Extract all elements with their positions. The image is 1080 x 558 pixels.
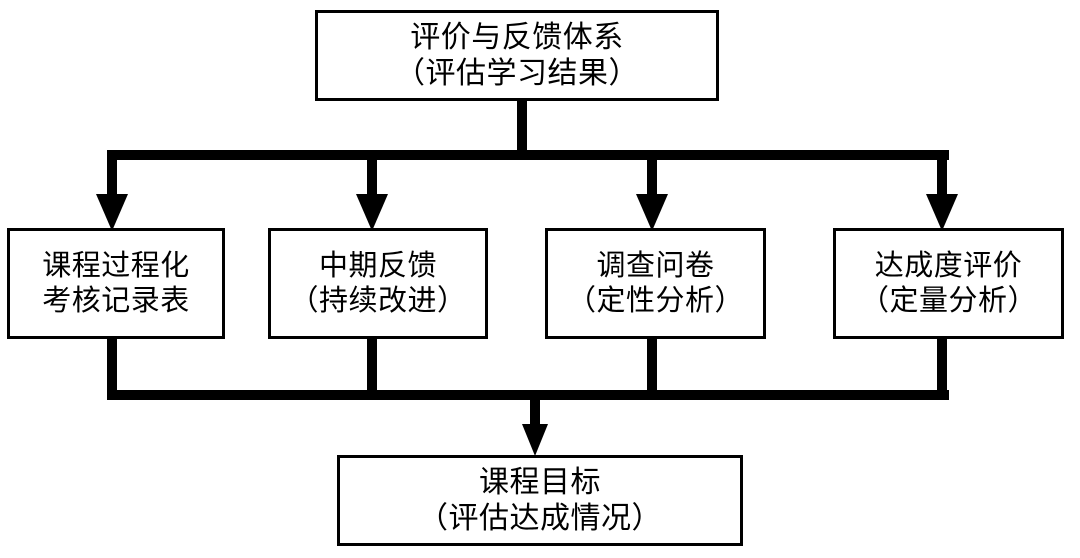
connector-collect-leg-3: [647, 338, 657, 396]
node-course-objectives[interactable]: 课程目标 （评估达成情况）: [337, 455, 743, 546]
arrowhead-down-final-icon: [522, 424, 548, 456]
node-midterm-feedback[interactable]: 中期反馈 （持续改进）: [268, 228, 488, 339]
node-mid-3-line2: （定性分析）: [566, 284, 744, 317]
node-evaluation-feedback-system[interactable]: 评价与反馈体系 （评估学习结果）: [315, 10, 719, 101]
node-mid-2-line2: （持续改进）: [289, 284, 467, 317]
node-attainment-evaluation[interactable]: 达成度评价 （定量分析）: [833, 228, 1064, 339]
connector-collect-leg-2: [367, 338, 377, 396]
arrowhead-down-2-icon: [356, 194, 388, 231]
node-bottom-line1: 课程目标: [479, 466, 601, 500]
node-mid-1-line2: 考核记录表: [42, 284, 190, 317]
node-mid-3-line1: 调查问卷: [596, 250, 715, 283]
node-mid-2-line1: 中期反馈: [318, 250, 437, 283]
node-questionnaire-survey[interactable]: 调查问卷 （定性分析）: [545, 228, 766, 339]
node-course-process-assessment-record[interactable]: 课程过程化 考核记录表: [7, 228, 225, 339]
connector-branch-1-stem: [107, 155, 117, 200]
arrowhead-down-1-icon: [96, 194, 128, 231]
node-mid-1-line1: 课程过程化: [42, 250, 190, 283]
connector-fanin-bar: [107, 390, 949, 400]
connector-branch-2-stem: [367, 155, 377, 200]
connector-collect-leg-4: [937, 338, 947, 396]
node-top-line1: 评价与反馈体系: [410, 21, 624, 55]
node-top-line2: （评估学习结果）: [395, 56, 639, 90]
connector-bottom-stem: [530, 395, 540, 430]
arrowhead-down-3-icon: [636, 194, 668, 231]
node-bottom-line2: （评估达成情况）: [418, 501, 662, 535]
node-mid-4-line1: 达成度评价: [874, 250, 1023, 283]
connector-top-stem: [517, 100, 527, 156]
arrowhead-down-4-icon: [926, 194, 958, 231]
connector-fanout-bar: [107, 150, 949, 160]
connector-collect-leg-1: [107, 338, 117, 396]
node-mid-4-line2: （定量分析）: [859, 284, 1037, 317]
connector-branch-3-stem: [647, 155, 657, 200]
connector-branch-4-stem: [937, 155, 947, 200]
